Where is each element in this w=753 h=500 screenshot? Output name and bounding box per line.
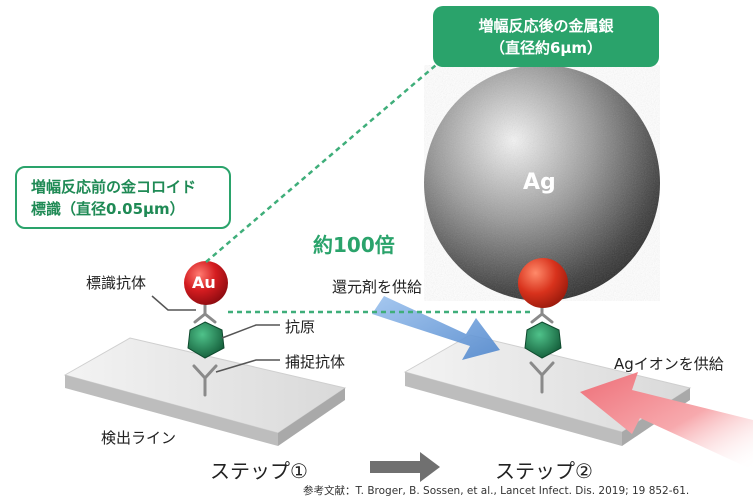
ag-label: Ag xyxy=(523,170,556,195)
step2-label: ステップ② xyxy=(495,459,593,483)
ag-ion-label: Agイオンを供給 xyxy=(614,355,724,373)
after-amplification-label: 増幅反応後の金属銀 （直径約6μm） xyxy=(433,6,659,67)
antigen-label: 抗原 xyxy=(285,318,316,336)
after-line1: 増幅反応後の金属銀 xyxy=(478,17,614,35)
before-amplification-label: 増幅反応前の金コロイド 標識（直径0.05μm） xyxy=(15,166,231,229)
gold-core-particle xyxy=(518,258,568,308)
before-line2: 標識（直径0.05μm） xyxy=(31,200,185,218)
labeled-antibody-step2 xyxy=(530,304,554,324)
label-leader-lines xyxy=(151,295,280,373)
capture-antibody-step2 xyxy=(529,361,555,394)
capture-antibody-label: 捕捉抗体 xyxy=(285,353,346,371)
magnification-ratio: 約100倍 xyxy=(313,233,395,257)
labeled-antibody-label: 標識抗体 xyxy=(86,274,147,292)
au-label: Au xyxy=(192,273,216,292)
reducing-agent-arrow xyxy=(372,296,500,360)
step1-label: ステップ① xyxy=(210,459,308,483)
capture-antibody-step1 xyxy=(192,364,218,397)
detection-line-label: 検出ライン xyxy=(101,429,177,447)
zoom-connector-lines xyxy=(205,64,530,314)
labeled-antibody-step1 xyxy=(193,302,217,324)
antigen-step2 xyxy=(524,321,562,359)
before-line1: 増幅反応前の金コロイド xyxy=(31,178,197,196)
silver-sphere-texture xyxy=(424,65,660,301)
after-line2: （直径約6μm） xyxy=(489,39,603,57)
antigen-step1 xyxy=(187,321,225,359)
step-arrow xyxy=(370,452,440,482)
gold-colloid-particle xyxy=(184,261,228,305)
citation: 参考文献：T. Broger, B. Sossen, et al., Lance… xyxy=(303,485,690,497)
reducing-agent-label: 還元剤を供給 xyxy=(332,278,423,296)
ag-ion-arrow xyxy=(580,372,753,470)
